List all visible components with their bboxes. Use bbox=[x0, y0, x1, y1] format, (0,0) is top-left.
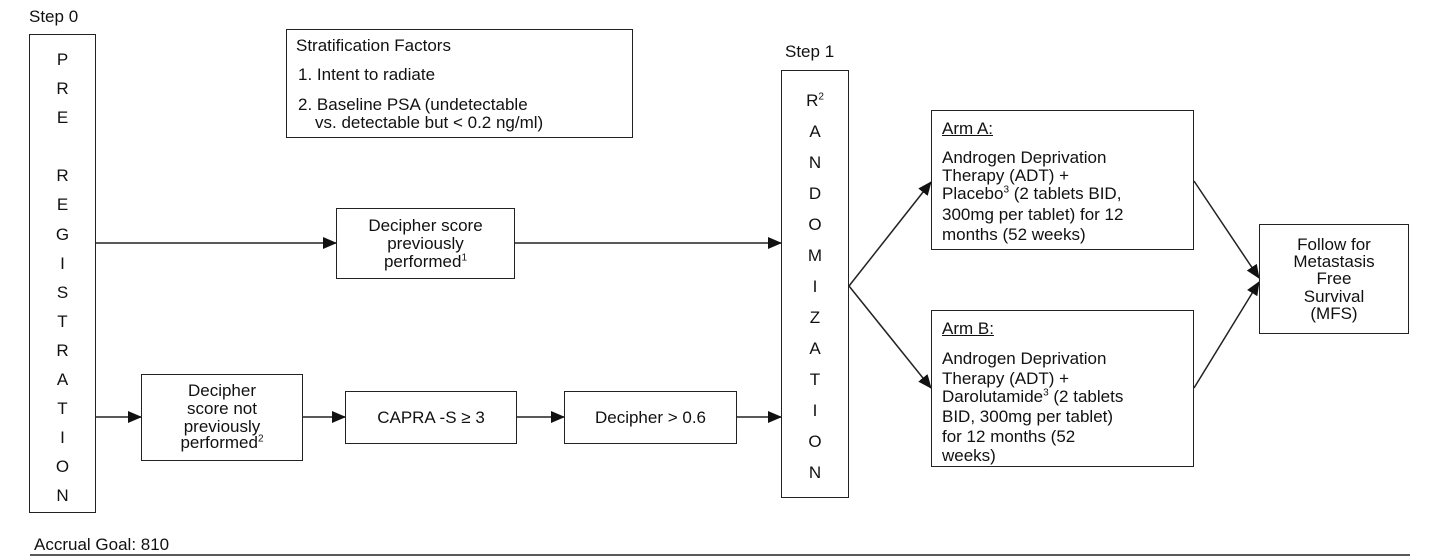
footnote-2-marker: 2 bbox=[257, 433, 264, 445]
randomization-letter: I bbox=[812, 277, 818, 296]
preregistration-letter: G bbox=[55, 224, 70, 244]
randomization-letter: I bbox=[812, 401, 818, 420]
randomization-first-letter: R2 bbox=[806, 91, 824, 110]
randomization-letter: Z bbox=[809, 308, 821, 327]
stratification-item-2-line-2: vs. detectable but < 0.2 ng/ml) bbox=[315, 113, 544, 132]
capra-s-box: CAPRA -S ≥ 3 bbox=[345, 391, 517, 444]
follow-line-3: Free bbox=[1316, 269, 1352, 288]
footnote-3-marker-b: 3 bbox=[1043, 387, 1049, 399]
arm-b-line-2: Therapy (ADT) + bbox=[942, 369, 1070, 388]
preregistration-letter: T bbox=[57, 311, 68, 331]
arm-a-line-2: Therapy (ADT) + bbox=[942, 166, 1070, 185]
preregistration-letter: N bbox=[56, 486, 69, 506]
accrual-goal: Accrual Goal: 810 bbox=[34, 535, 170, 554]
decipher-threshold-box: Decipher > 0.6 bbox=[564, 391, 737, 444]
preregistration-letter: P bbox=[56, 50, 69, 69]
preregistration-letter: E bbox=[56, 195, 69, 215]
arrow-arm-a-to-follow bbox=[1193, 180, 1260, 279]
randomization-letter: N bbox=[808, 463, 822, 482]
preregistration-letter: I bbox=[60, 253, 65, 273]
preregistration-letter: O bbox=[55, 457, 70, 477]
preregistration-letter: T bbox=[57, 399, 68, 419]
arm-b-line-1: Androgen Deprivation bbox=[942, 349, 1107, 368]
stratification-item-1: 1. Intent to radiate bbox=[298, 65, 436, 84]
randomization-letter: O bbox=[808, 432, 822, 451]
arrow-randomization-to-arm-a bbox=[848, 181, 932, 287]
preregistration-letter: R bbox=[56, 340, 69, 360]
footnote-2-marker-r: 2 bbox=[818, 91, 824, 103]
arm-a-line-3: Placebo3 (2 tablets BID, bbox=[942, 184, 1122, 203]
footnote-3-marker-a: 3 bbox=[1003, 184, 1009, 196]
preregistration-letter: E bbox=[56, 108, 69, 128]
randomization-letter: N bbox=[808, 153, 822, 172]
decipher-prev-line-2: previously bbox=[387, 234, 464, 253]
randomization-letter: D bbox=[808, 184, 822, 203]
randomization-letter: A bbox=[809, 339, 821, 358]
stratification-item-2-line-1: 2. Baseline PSA (undetectable bbox=[298, 95, 528, 114]
footnote-1-marker: 1 bbox=[461, 252, 468, 264]
arm-a-line-4: 300mg per tablet) for 12 bbox=[942, 205, 1124, 224]
arrow-randomization-to-arm-b bbox=[848, 285, 932, 389]
preregistration-letter: S bbox=[56, 282, 69, 302]
arm-a-line-1: Androgen Deprivation bbox=[942, 148, 1107, 167]
decipher-not-line-4: performed2 bbox=[180, 433, 264, 452]
follow-mfs-box: Follow for Metastasis Free Survival (MFS… bbox=[1259, 224, 1409, 334]
arm-b-title: Arm B: bbox=[942, 319, 994, 338]
decipher-prev-line-1: Decipher score bbox=[368, 216, 483, 235]
decipher-previously-performed-box: Decipher score previously performed1 bbox=[336, 208, 515, 279]
randomization-letter: T bbox=[809, 370, 821, 389]
step-1-label: Step 1 bbox=[785, 42, 835, 61]
preregistration-letter: I bbox=[60, 428, 65, 448]
follow-line-4: Survival bbox=[1303, 287, 1365, 306]
arm-b-line-4: BID, 300mg per tablet) bbox=[942, 407, 1114, 426]
decipher-not-line-3: previously bbox=[183, 417, 261, 436]
randomization-letter: M bbox=[807, 246, 823, 265]
capra-s-text: CAPRA -S ≥ 3 bbox=[377, 408, 485, 427]
stratification-factors-box: Stratification Factors 1. Intent to radi… bbox=[286, 29, 633, 138]
decipher-threshold-text: Decipher > 0.6 bbox=[594, 408, 707, 427]
arm-a-line-5: months (52 weeks) bbox=[942, 225, 1086, 244]
randomization-letter: A bbox=[809, 122, 821, 141]
follow-line-5: (MFS) bbox=[1310, 304, 1358, 323]
arm-b-box: Arm B: Androgen Deprivation Therapy (ADT… bbox=[931, 310, 1194, 467]
step-0-label: Step 0 bbox=[29, 7, 79, 26]
stratification-title: Stratification Factors bbox=[296, 36, 451, 55]
preregistration-letter: A bbox=[56, 370, 69, 390]
arm-b-line-5: for 12 months (52 bbox=[942, 427, 1076, 446]
arm-a-title: Arm A: bbox=[942, 119, 994, 138]
follow-line-1: Follow for bbox=[1297, 235, 1371, 254]
decipher-not-line-2: score not bbox=[187, 399, 257, 418]
randomization-letter: O bbox=[808, 215, 822, 234]
follow-line-2: Metastasis bbox=[1293, 252, 1375, 271]
preregistration-letter: R bbox=[56, 166, 69, 186]
decipher-prev-line-3: performed1 bbox=[383, 252, 468, 271]
arm-b-line-3: Darolutamide3 (2 tablets bbox=[942, 387, 1124, 406]
decipher-not-previously-performed-box: Decipher score not previously performed2 bbox=[141, 374, 303, 461]
arm-b-line-6: weeks) bbox=[942, 446, 996, 465]
arm-a-box: Arm A: Androgen Deprivation Therapy (ADT… bbox=[931, 110, 1194, 250]
preregistration-letter: R bbox=[56, 79, 69, 99]
decipher-not-line-1: Decipher bbox=[187, 381, 257, 400]
arrow-arm-b-to-follow bbox=[1193, 281, 1260, 389]
